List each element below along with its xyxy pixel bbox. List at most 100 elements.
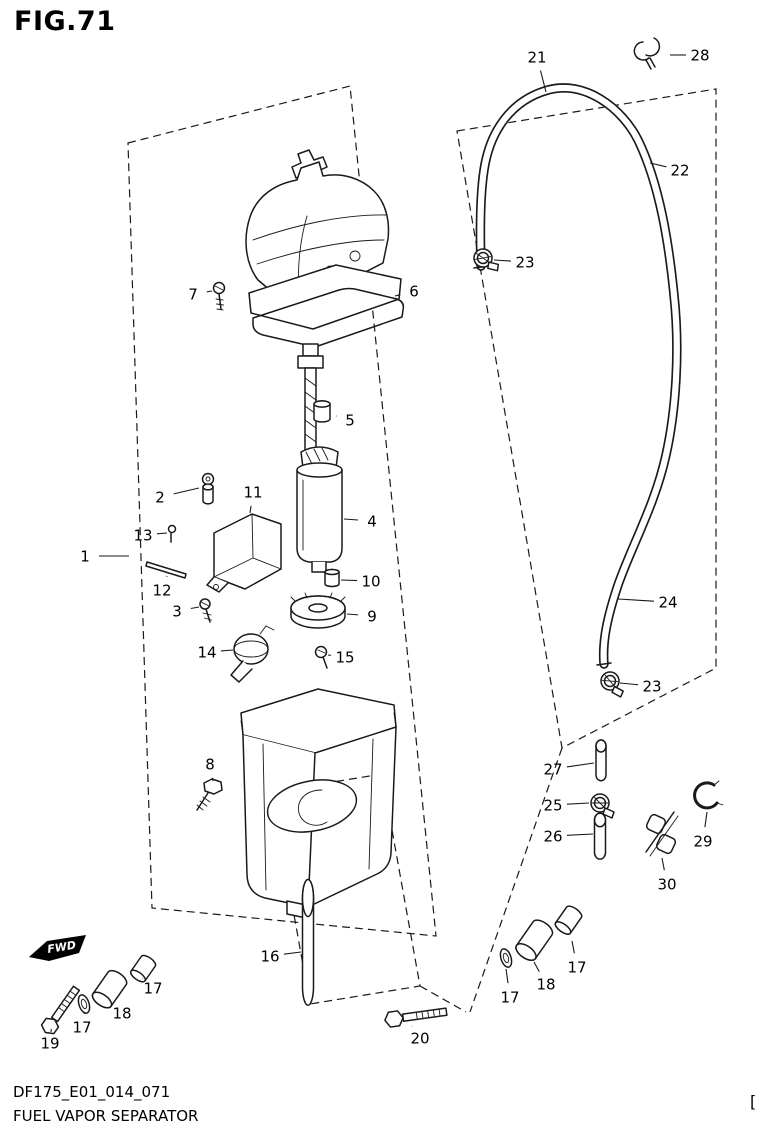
pump-cushion-5 [313,400,331,423]
part-number-11: 11 [243,484,262,502]
leader-line-2 [174,488,199,494]
leader-line-7 [207,291,212,292]
circlip-29 [695,781,723,808]
part-number-30: 30 [657,876,676,894]
part-number-24: 24 [658,594,677,612]
leader-line-10 [341,580,357,581]
pump-shaft-spring [298,344,323,456]
part-number-21: 21 [527,49,546,67]
separator-cover-assembly [246,150,401,329]
fuel-hose-group [471,88,677,698]
clamp-28 [634,38,659,69]
leader-line-14 [221,650,233,651]
part-number-17: 17 [72,1019,91,1037]
holder-plate-9 [291,593,345,628]
leader-line-24 [618,599,654,601]
part-number-8: 8 [205,756,215,774]
fuel-hose-core [480,88,676,664]
part-number-2: 2 [155,489,165,507]
washer-17-left [75,992,93,1016]
fuel-pump-4 [297,447,342,572]
part-number-27: 27 [543,761,562,779]
joint-pipe-26 [593,812,607,861]
part-number-28: 28 [690,47,709,65]
part-number-29: 29 [693,833,712,851]
part-number-1: 1 [80,548,90,566]
float-chamber-body [241,689,396,919]
hose-end-cap-bottom [597,663,611,665]
leader-line-21 [540,71,546,92]
leader-line-27 [567,763,594,767]
bolt-2 [203,474,214,505]
leader-line-17 [572,941,574,953]
clamp-30 [645,812,678,856]
leader-line-16 [284,952,301,954]
main-assembly-box [128,86,436,936]
grommet-10 [324,568,340,588]
leader-line-9 [347,614,358,615]
part-number-19: 19 [40,1035,59,1053]
leader-line-8 [212,778,213,781]
screw-7 [214,283,225,311]
part-number-9: 9 [367,608,377,626]
leader-line-30 [662,858,664,870]
part-number-6: 6 [409,283,419,301]
leader-line-4 [344,519,358,520]
part-number-23: 23 [642,678,661,696]
fwd-flag: FWD [29,935,86,961]
fuel-hose [480,88,676,664]
screw-3 [200,599,212,622]
screw-15 [316,647,328,669]
part-number-14: 14 [197,644,216,662]
part-number-5: 5 [345,412,355,430]
leader-line-18 [534,962,539,972]
screw-8 [197,779,222,810]
leader-line-11 [250,506,251,513]
float-14 [231,626,274,682]
connector-dash-right [470,748,562,1012]
rod-12 [146,562,186,578]
part-number-23: 23 [515,254,534,272]
leader-line-25 [567,803,589,804]
hose-clamp-23-bottom [598,670,626,698]
fwd-label: FWD [46,939,76,956]
hose-box [457,89,716,748]
leader-line-23 [620,683,638,685]
part-number-18: 18 [112,1005,131,1023]
washer-17-right [497,946,515,970]
leader-line-23 [494,260,511,261]
part-number-4: 4 [367,513,377,531]
cover-11 [207,514,281,592]
boundary-boxes [128,86,716,1012]
leader-line-3 [191,607,199,608]
part-number-16: 16 [260,948,279,966]
joint-pipe-27 [595,739,607,782]
drain-pipe-16 [303,880,314,1006]
corner-bracket: [ [750,1092,757,1111]
part-number-25: 25 [543,797,562,815]
leader-line-22 [650,163,666,167]
leader-line-17 [506,969,508,983]
leader-line-13 [157,533,167,534]
leader-line-26 [567,834,593,835]
part-number-13: 13 [133,527,152,545]
bolt-20 [382,1003,449,1029]
fwd-arrow [29,935,86,961]
figure-title: FIG.71 [14,6,116,37]
clip-13 [169,526,176,543]
part-number-20: 20 [410,1030,429,1048]
part-number-3: 3 [172,603,182,621]
figure-part-name: FUEL VAPOR SEPARATOR [13,1107,199,1125]
leader-line-29 [705,812,707,827]
figure-part-code: DF175_E01_014_071 [13,1083,171,1101]
part-number-17: 17 [567,959,586,977]
part-number-17: 17 [143,980,162,998]
part-number-10: 10 [361,573,380,591]
bushing-17-right [552,903,585,938]
part-number-12: 12 [152,582,171,600]
part-number-22: 22 [670,162,689,180]
part-number-7: 7 [188,286,198,304]
part-number-17: 17 [500,989,519,1007]
